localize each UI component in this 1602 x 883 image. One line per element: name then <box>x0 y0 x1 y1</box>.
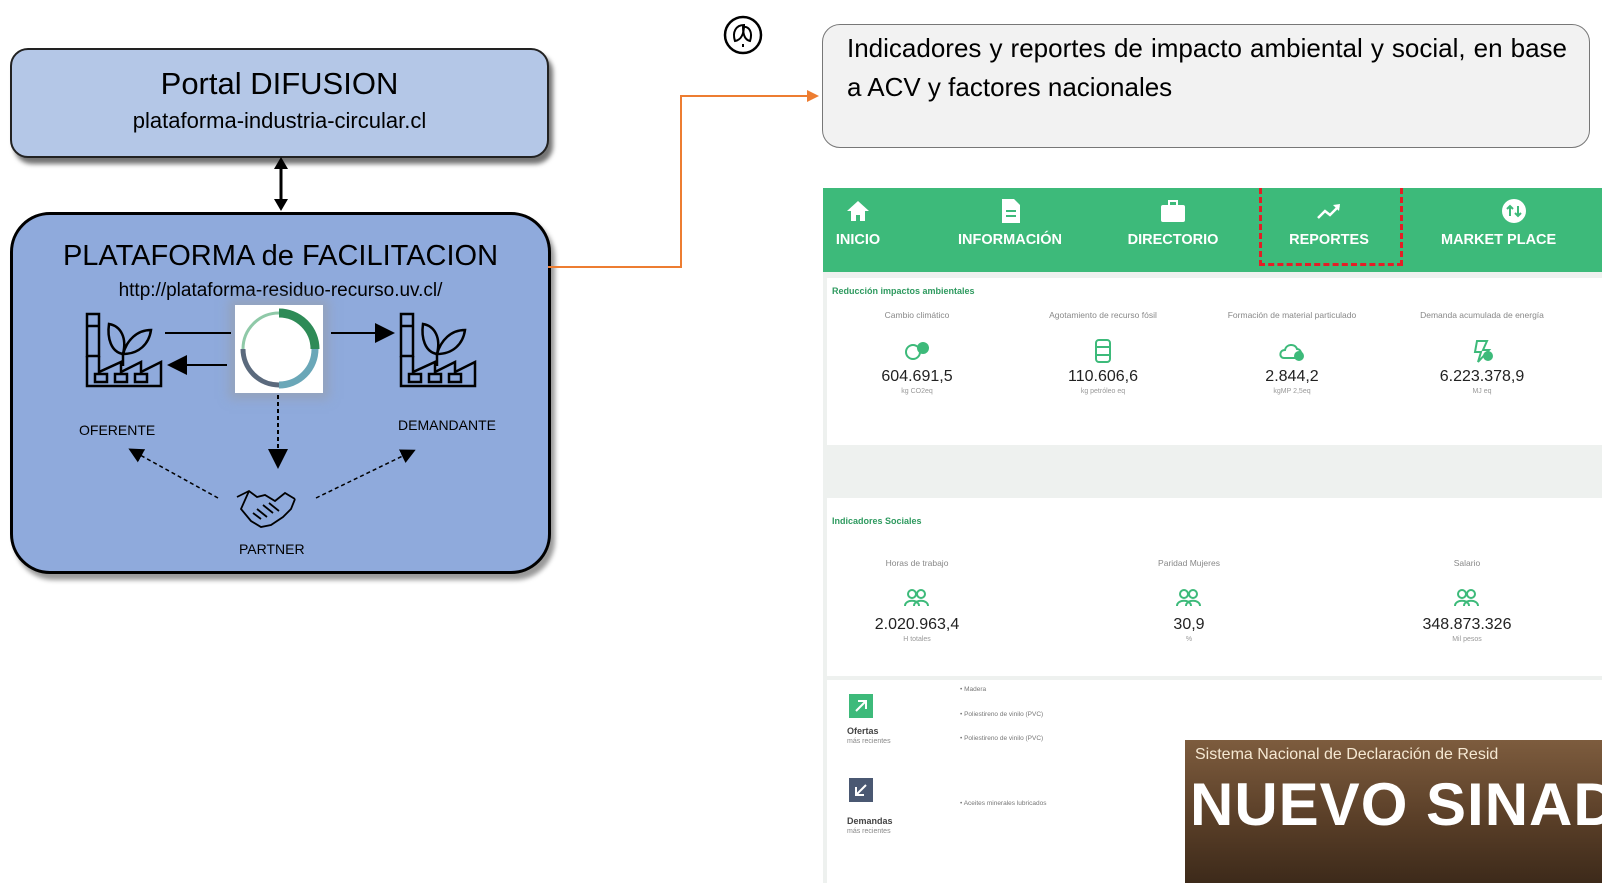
barrel-icon <box>1095 339 1111 363</box>
reportes-highlight <box>1259 188 1403 266</box>
cloud-icon <box>1279 344 1304 361</box>
co2-icon <box>905 342 929 360</box>
platform-title: PLATAFORMA de FACILITACION <box>62 240 499 272</box>
metric-label: Formación de material particulado <box>1227 310 1357 320</box>
metric-energy: Demanda acumulada de energía 6.223.378,9… <box>1402 310 1562 395</box>
nav-market-place[interactable]: MARKET PLACE <box>1403 188 1602 272</box>
metric-unit: kgMP 2,5eq <box>1273 388 1311 395</box>
offer-item[interactable]: • Madera <box>960 686 987 693</box>
partner-label: PARTNER <box>239 541 305 557</box>
panel-title: Reducción impactos ambientales <box>832 286 975 296</box>
portal-difusion-box: Portal DIFUSION plataforma-industria-cir… <box>10 48 549 158</box>
trend-up-icon <box>1317 204 1340 219</box>
portal-url[interactable]: plataforma-industria-circular.cl <box>132 108 427 133</box>
metric-label: Salario <box>1453 558 1481 568</box>
nav-label: INFORMACIÓN <box>958 232 1062 248</box>
metric-value: 110.606,6 <box>1068 368 1138 385</box>
metric-unit: H totales <box>903 636 931 643</box>
metric-value: 348.873.326 <box>1422 616 1512 633</box>
platform-url[interactable]: http://plataforma-residuo-recurso.uv.cl/ <box>118 280 443 301</box>
environmental-panel: Reducción impactos ambientales Cambio cl… <box>827 278 1602 445</box>
offer-item[interactable]: • Poliestireno de vinilo (PVC) <box>960 711 1044 718</box>
nav-label: MARKET PLACE <box>1441 232 1557 248</box>
metric-unit: MJ eq <box>1472 388 1492 395</box>
handshake-icon <box>236 489 296 528</box>
people-icon <box>1454 589 1479 607</box>
metric-label: Agotamiento de recurso fósil <box>1049 310 1157 320</box>
metric-value: 30,9 <box>1173 616 1205 633</box>
panel-title: Indicadores Sociales <box>832 516 922 526</box>
orange-connector <box>548 90 819 268</box>
metric-women-parity: Paridad Mujeres 30,9 % <box>1109 558 1269 643</box>
leaf-circle-icon <box>723 15 763 55</box>
briefcase-icon <box>1161 200 1185 222</box>
metric-climate: Cambio climático 604.691,5 kg CO2eq <box>837 310 997 395</box>
offers-title: Ofertas <box>847 726 879 736</box>
factory-demander-icon <box>399 312 477 388</box>
offer-item[interactable]: • Poliestireno de vinilo (PVC) <box>960 735 1044 742</box>
exchange-icon <box>1502 199 1527 223</box>
dashed-arrow-partner-offerer <box>128 448 219 499</box>
nav-label: REPORTES <box>1289 232 1369 248</box>
metric-unit: Mil pesos <box>1452 636 1482 643</box>
document-icon <box>1002 199 1020 223</box>
metric-unit: % <box>1185 636 1193 643</box>
metric-value: 2.844,2 <box>1265 368 1319 385</box>
sinader-banner[interactable]: Sistema Nacional de Declaración de Resid… <box>1185 740 1602 883</box>
metric-label: Demanda acumulada de energía <box>1420 310 1544 320</box>
demands-arrow-icon <box>849 778 873 802</box>
metric-value: 2.020.963,4 <box>874 616 960 633</box>
social-panel: Indicadores Sociales Horas de trabajo 2.… <box>827 498 1602 676</box>
offers-subtitle: más recientes <box>847 738 891 745</box>
demander-label: DEMANDANTE <box>398 417 497 433</box>
demand-item[interactable]: • Aceites minerales lubricados <box>960 800 1047 807</box>
nav-informacion[interactable]: INFORMACIÓN <box>925 188 1095 272</box>
metric-work-hours: Horas de trabajo 2.020.963,4 H totales <box>837 558 997 643</box>
home-icon <box>847 201 869 221</box>
banner-subtitle: Sistema Nacional de Declaración de Resid <box>1195 746 1499 763</box>
circular-logo-icon <box>240 308 320 389</box>
offerer-label: OFERENTE <box>79 422 156 438</box>
metric-value: 6.223.378,9 <box>1439 368 1525 385</box>
nav-inicio[interactable]: INICIO <box>823 188 893 272</box>
callout-text: Indicadores y reportes de impacto ambien… <box>847 33 1567 102</box>
metric-label: Paridad Mujeres <box>1158 558 1220 568</box>
people-icon <box>904 589 929 607</box>
metric-salary: Salario 348.873.326 Mil pesos <box>1387 558 1547 643</box>
factory-offerer-icon <box>85 312 163 388</box>
impact-callout: Indicadores y reportes de impacto ambien… <box>822 24 1590 148</box>
nav-label: DIRECTORIO <box>1127 232 1219 248</box>
metric-value: 604.691,5 <box>881 368 953 385</box>
demands-subtitle: más recientes <box>847 828 891 835</box>
bidirectional-arrow <box>274 157 288 211</box>
nav-directorio[interactable]: DIRECTORIO <box>1093 188 1253 272</box>
flow-arrows <box>128 323 416 499</box>
offers-arrow-icon <box>849 694 873 718</box>
metric-fossil: Agotamiento de recurso fósil 110.606,6 k… <box>1023 310 1183 395</box>
platform-screenshot: INICIO INFORMACIÓN DIRECTORIO REPORTES M… <box>823 188 1602 883</box>
metric-unit: kg petróleo eq <box>1080 388 1126 395</box>
platform-logo <box>235 305 323 393</box>
nav-reportes[interactable]: REPORTES <box>1254 188 1404 272</box>
energy-icon <box>1473 340 1493 363</box>
metric-label: Horas de trabajo <box>885 558 949 568</box>
portal-title: Portal DIFUSION <box>160 66 399 101</box>
metric-unit: kg CO2eq <box>901 388 933 395</box>
nav-label: INICIO <box>835 232 881 248</box>
demands-title: Demandas <box>847 816 893 826</box>
people-icon <box>1176 589 1201 607</box>
nav-bar: INICIO INFORMACIÓN DIRECTORIO REPORTES M… <box>823 188 1602 272</box>
dashed-arrow-partner-demander <box>315 449 416 499</box>
banner-title: NUEVO SINAD <box>1190 771 1602 838</box>
plataforma-facilitacion-box: PLATAFORMA de FACILITACION http://plataf… <box>10 212 551 574</box>
metric-particulate: Formación de material particulado 2.844,… <box>1212 310 1372 395</box>
metric-label: Cambio climático <box>884 310 950 320</box>
